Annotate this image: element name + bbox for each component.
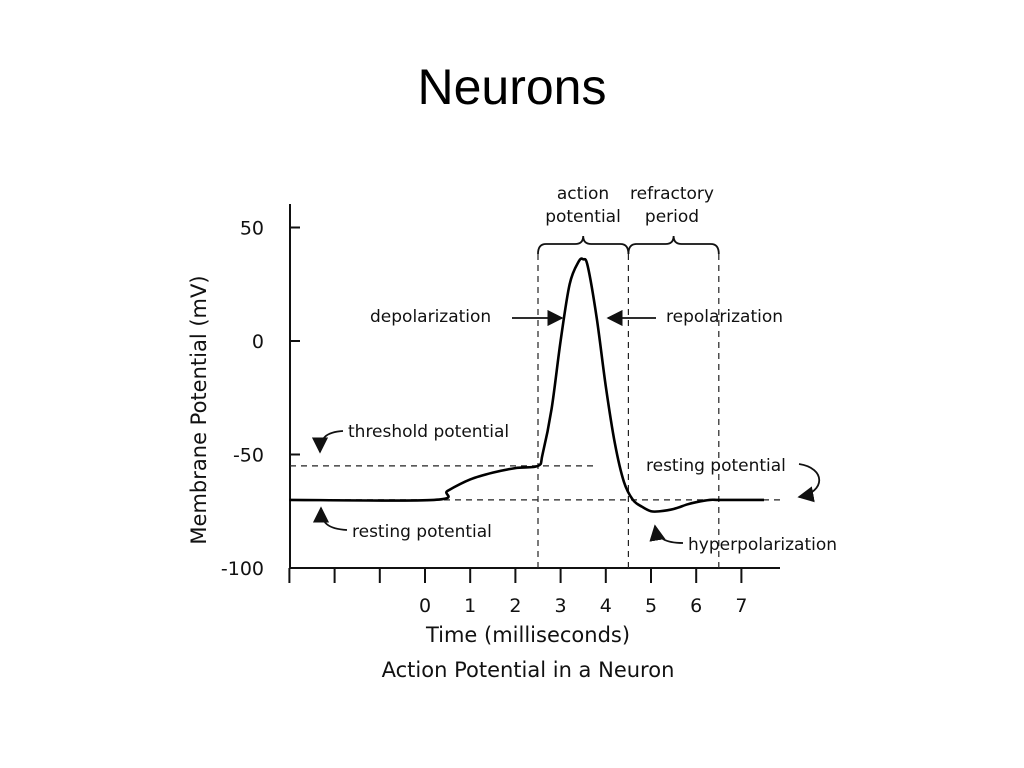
y-axis-title: Membrane Potential (mV)	[187, 275, 211, 544]
action-potential-curve	[289, 257, 764, 513]
threshold-potential-label: threshold potential	[348, 422, 509, 442]
x-tick-label: 2	[509, 595, 521, 617]
period-lines	[537, 254, 720, 568]
resting-potential-right-arrow	[797, 463, 820, 503]
y-tick-label: -100	[221, 558, 264, 580]
repolarization-label: repolarization	[666, 307, 783, 327]
x-tick-label: 0	[419, 595, 431, 617]
x-tick-label: 6	[690, 595, 702, 617]
resting-potential-right-label: resting potential	[646, 456, 786, 476]
x-axis-title: Time (milliseconds)	[425, 623, 630, 647]
hyperpolarization-label: hyperpolarization	[688, 535, 837, 555]
resting-potential-left-arrow	[312, 506, 348, 531]
refractory-period-label-line2: period	[645, 207, 699, 227]
hyperpolarization-arrow	[649, 524, 684, 544]
x-ticks: 0 1 2 3 4 5 6 7	[288, 568, 747, 617]
action-potential-label-line1: action	[557, 184, 609, 204]
depolarization-label: depolarization	[370, 307, 491, 327]
x-tick-label: 3	[555, 595, 567, 617]
y-tick-label: 50	[240, 218, 264, 240]
slide-title: Neurons	[417, 59, 607, 115]
y-tick-label: -50	[233, 445, 264, 467]
resting-potential-left-label: resting potential	[352, 522, 492, 542]
x-tick-label: 5	[645, 595, 657, 617]
y-tick-label: 0	[252, 331, 264, 353]
threshold-potential-arrow	[311, 430, 344, 454]
action-potential-label-line2: potential	[545, 207, 621, 227]
x-tick-label: 1	[464, 595, 476, 617]
refractory-period-label-line1: refractory	[630, 184, 714, 204]
chart-caption: Action Potential in a Neuron	[382, 658, 675, 682]
x-tick-label: 7	[735, 595, 747, 617]
period-brace	[627, 235, 720, 255]
x-tick-label: 4	[600, 595, 612, 617]
y-ticks: 50 0 -50 -100	[221, 218, 300, 580]
period-braces	[537, 235, 720, 255]
period-brace	[537, 235, 630, 255]
